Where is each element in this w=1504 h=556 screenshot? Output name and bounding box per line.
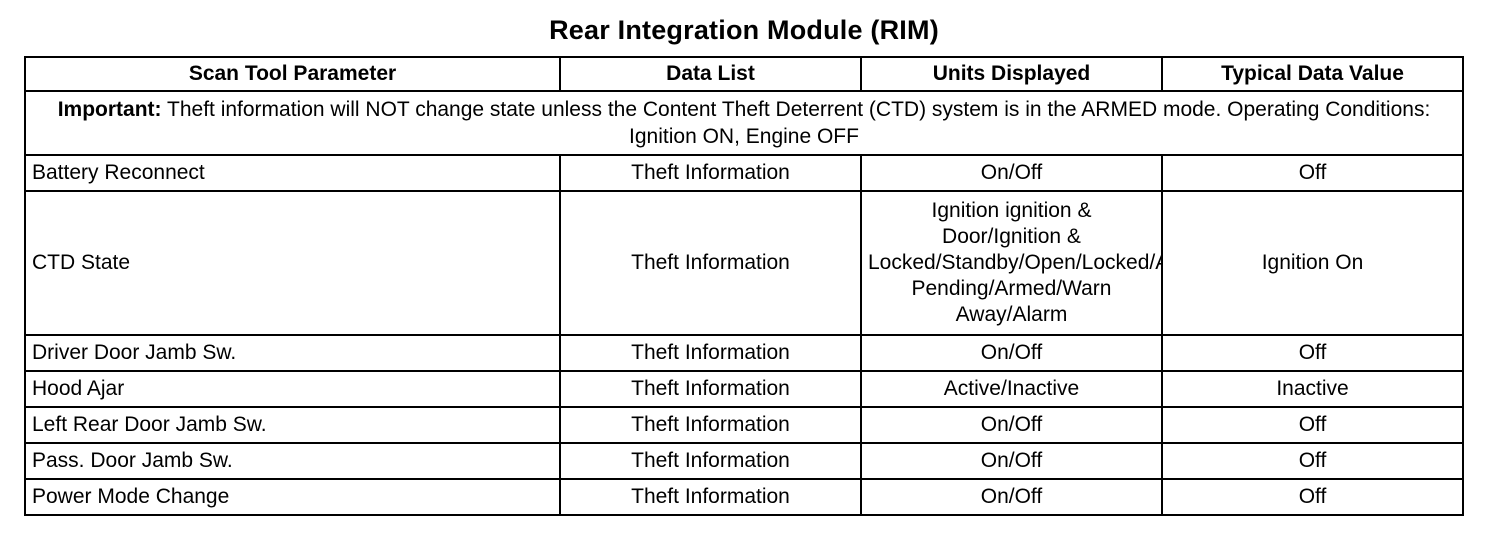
table-row: Power Mode Change Theft Information On/O… xyxy=(24,478,1464,516)
typical-value-cell: Off xyxy=(1161,478,1464,516)
header-data-list: Data List xyxy=(559,56,862,92)
typical-value-cell: Off xyxy=(1161,442,1464,480)
typical-value-cell: Off xyxy=(1161,154,1464,192)
data-list-cell: Theft Information xyxy=(559,442,862,480)
typical-value-cell: Off xyxy=(1161,334,1464,372)
table-row: Battery Reconnect Theft Information On/O… xyxy=(24,154,1464,192)
parameter-cell: Left Rear Door Jamb Sw. xyxy=(24,406,561,444)
units-line: Pending/Armed/Warn xyxy=(911,277,1112,300)
parameter-cell: Battery Reconnect xyxy=(24,154,561,192)
units-cell: Ignition ignition & Door/Ignition & Lock… xyxy=(860,190,1163,336)
table-header-row: Scan Tool Parameter Data List Units Disp… xyxy=(24,56,1464,92)
table-row: CTD State Theft Information Ignition ign… xyxy=(24,190,1464,336)
table-row: Left Rear Door Jamb Sw. Theft Informatio… xyxy=(24,406,1464,444)
header-units-displayed: Units Displayed xyxy=(860,56,1163,92)
units-line: Door/Ignition & xyxy=(942,225,1081,248)
parameter-cell: Pass. Door Jamb Sw. xyxy=(24,442,561,480)
header-scan-tool-parameter: Scan Tool Parameter xyxy=(24,56,561,92)
table-row: Driver Door Jamb Sw. Theft Information O… xyxy=(24,334,1464,372)
data-list-cell: Theft Information xyxy=(559,334,862,372)
data-list-cell: Theft Information xyxy=(559,406,862,444)
data-list-cell: Theft Information xyxy=(559,154,862,192)
units-cell: On/Off xyxy=(860,334,1163,372)
units-line: Locked/Standby/Open/Locked/Arm xyxy=(868,251,1162,274)
document-title: Rear Integration Module (RIM) xyxy=(549,15,939,45)
units-cell: Active/Inactive xyxy=(860,370,1163,408)
parameter-cell: Hood Ajar xyxy=(24,370,561,408)
units-line: Away/Alarm xyxy=(955,303,1068,326)
units-line: Ignition ignition & xyxy=(931,199,1092,222)
typical-value-cell: Inactive xyxy=(1161,370,1464,408)
units-cell: On/Off xyxy=(860,442,1163,480)
data-list-cell: Theft Information xyxy=(559,370,862,408)
parameter-cell: CTD State xyxy=(24,190,561,336)
table-row: Pass. Door Jamb Sw. Theft Information On… xyxy=(24,442,1464,480)
header-typical-data-value: Typical Data Value xyxy=(1161,56,1464,92)
units-cell: On/Off xyxy=(860,406,1163,444)
important-note-row: Important: Theft information will NOT ch… xyxy=(24,90,1464,156)
units-cell: On/Off xyxy=(860,478,1163,516)
important-note-label: Important: xyxy=(57,98,162,121)
table-row: Hood Ajar Theft Information Active/Inact… xyxy=(24,370,1464,408)
important-note-text: Theft information will NOT change state … xyxy=(161,98,1431,148)
units-cell: On/Off xyxy=(860,154,1163,192)
typical-value-cell: Ignition On xyxy=(1161,190,1464,336)
parameter-cell: Power Mode Change xyxy=(24,478,561,516)
important-note: Important: Theft information will NOT ch… xyxy=(24,90,1464,156)
parameter-cell: Driver Door Jamb Sw. xyxy=(24,334,561,372)
typical-value-cell: Off xyxy=(1161,406,1464,444)
data-list-cell: Theft Information xyxy=(559,190,862,336)
data-list-cell: Theft Information xyxy=(559,478,862,516)
rim-parameter-table: Scan Tool Parameter Data List Units Disp… xyxy=(24,56,1464,516)
